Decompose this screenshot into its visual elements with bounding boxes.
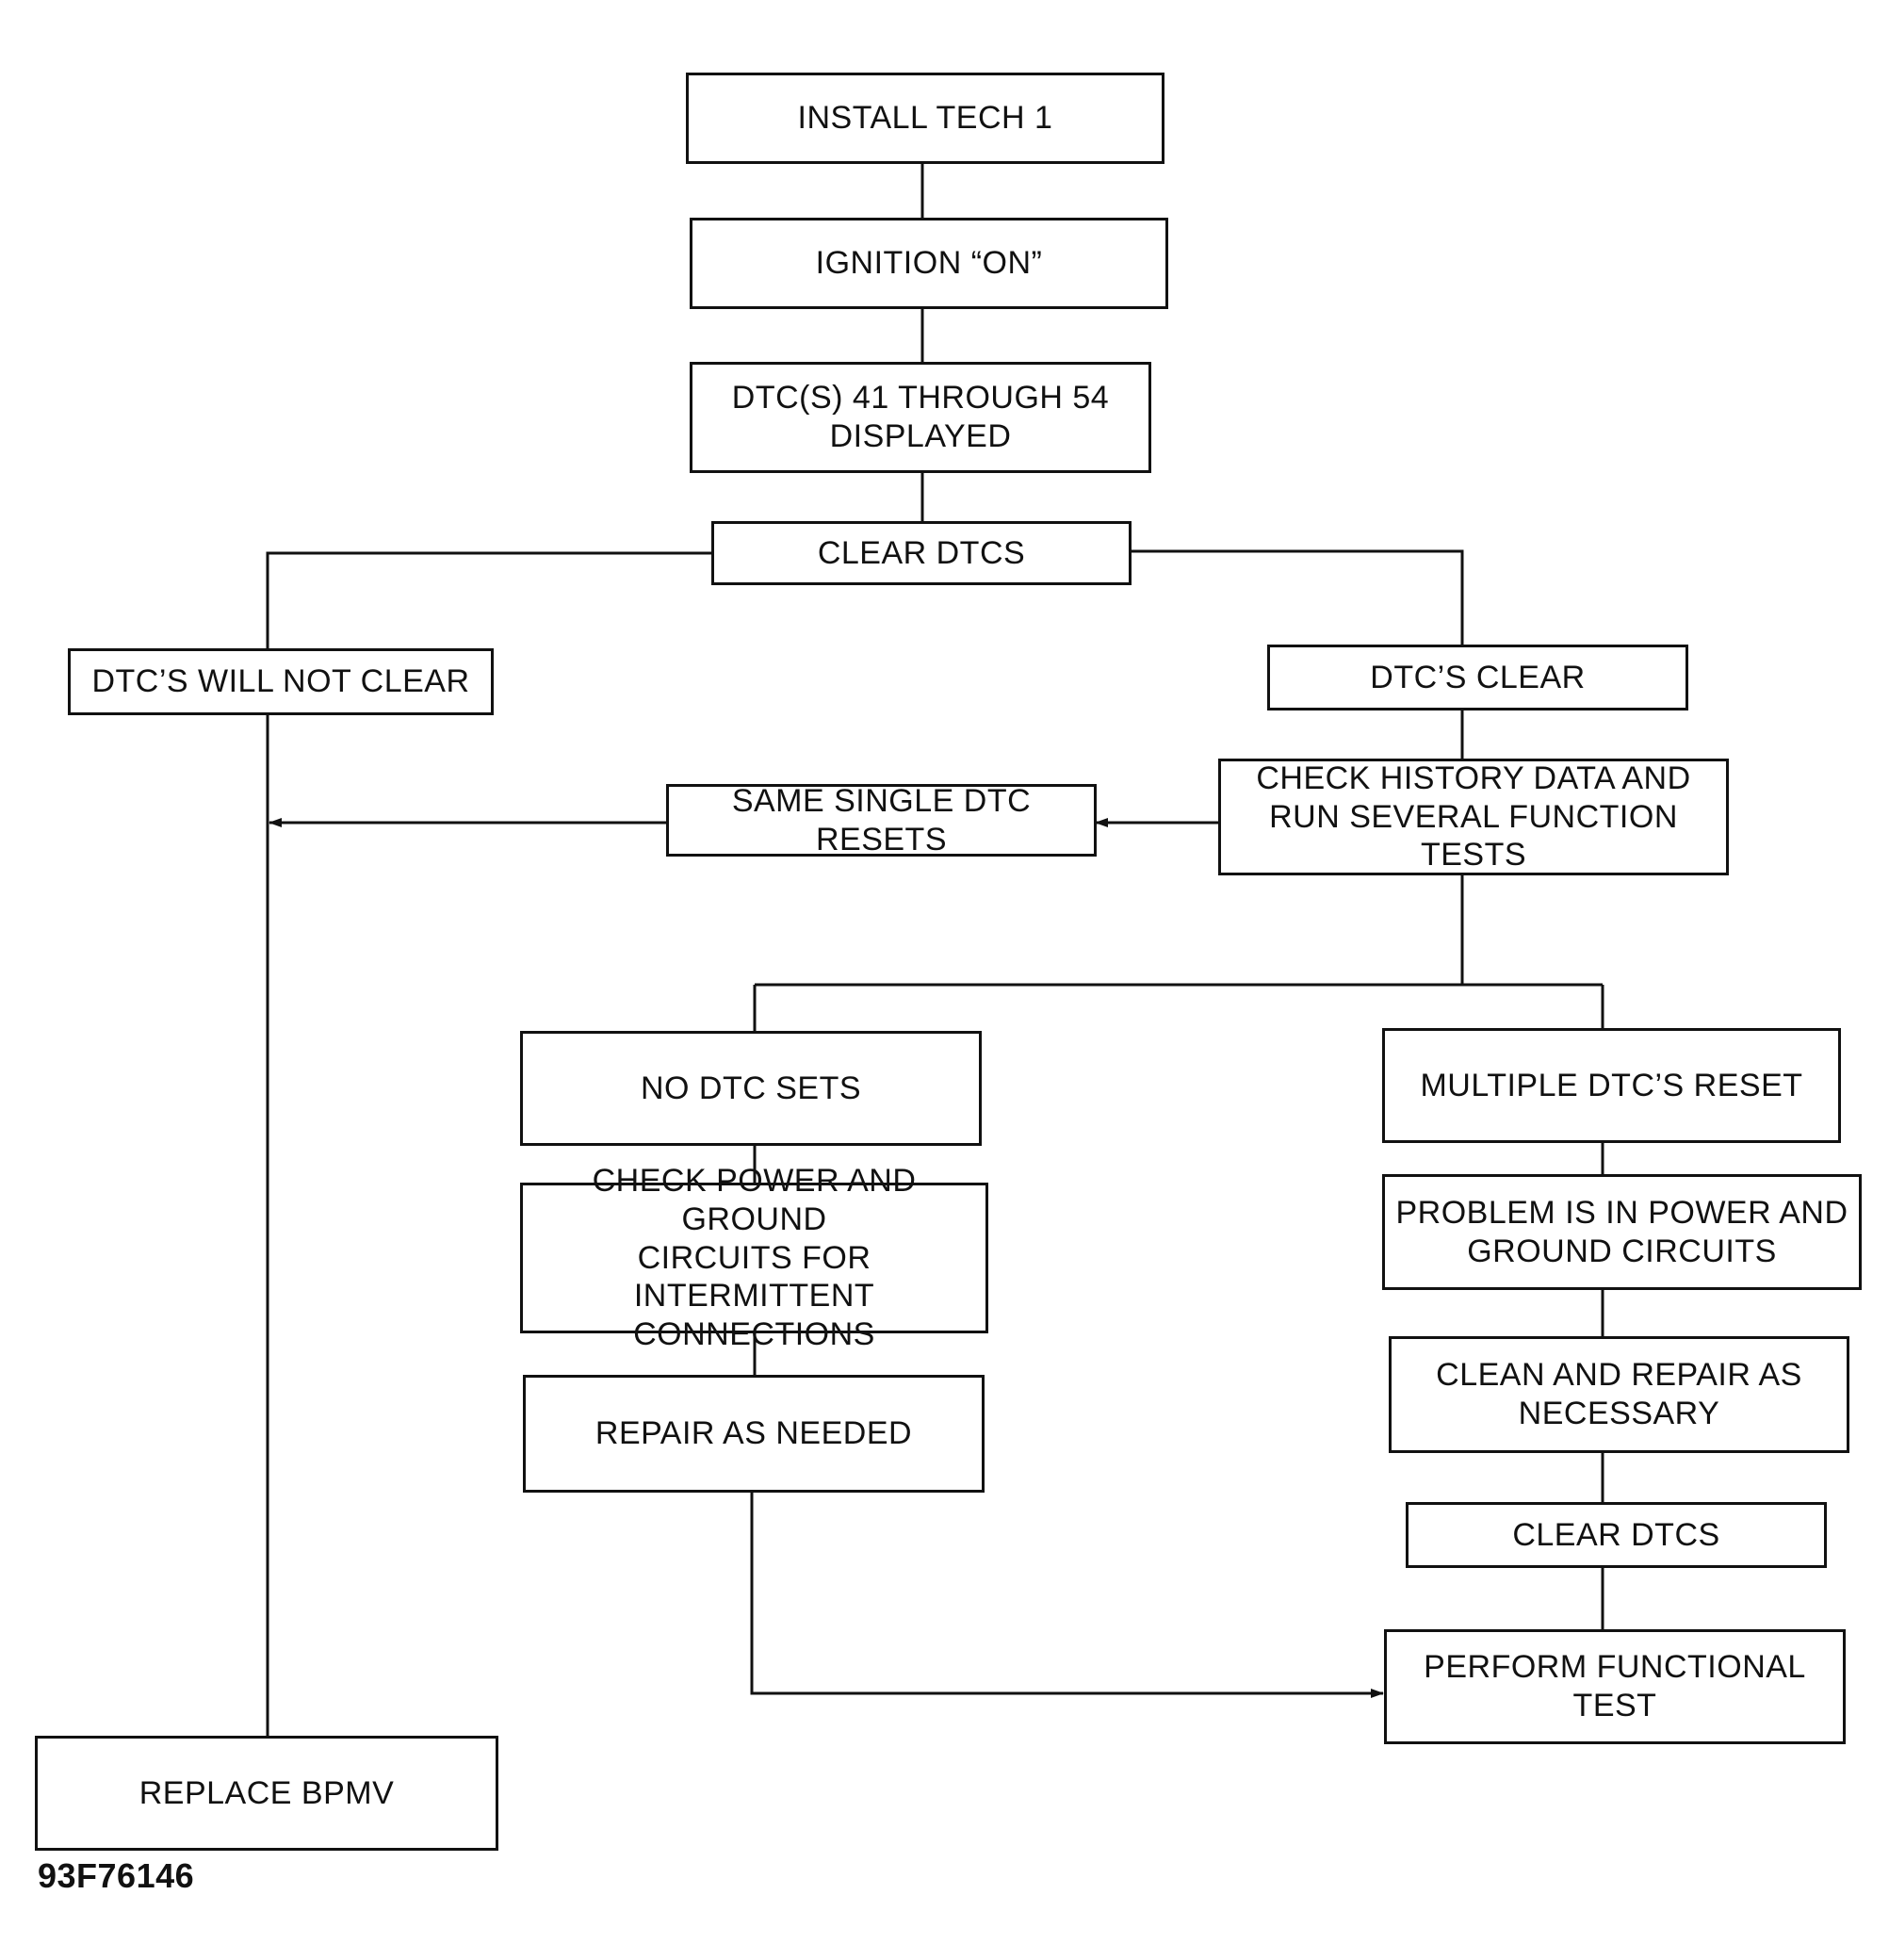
clean-repair-box: CLEAN AND REPAIR AS NECESSARY bbox=[1389, 1336, 1849, 1453]
perform-functional-test-box: PERFORM FUNCTIONAL TEST bbox=[1384, 1629, 1846, 1744]
figure-id: 93F76146 bbox=[38, 1856, 195, 1895]
problem-power-ground-box: PROBLEM IS IN POWER AND GROUND CIRCUITS bbox=[1382, 1174, 1862, 1290]
check-history-box: CHECK HISTORY DATA AND RUN SEVERAL FUNCT… bbox=[1218, 759, 1729, 875]
repair-as-needed-box: REPAIR AS NEEDED bbox=[523, 1375, 985, 1493]
dtcs-displayed-box: DTC(S) 41 THROUGH 54 DISPLAYED bbox=[690, 362, 1151, 473]
connector-clear-to-dtcs-clear bbox=[1131, 549, 1464, 646]
no-dtc-sets-box: NO DTC SETS bbox=[520, 1031, 982, 1146]
dtcs-will-not-clear-box: DTC’S WILL NOT CLEAR bbox=[68, 648, 494, 715]
multiple-dtcs-reset-box: MULTIPLE DTC’S RESET bbox=[1382, 1028, 1841, 1143]
dtcs-clear-box: DTC’S CLEAR bbox=[1267, 645, 1688, 710]
install-tech1-box: INSTALL TECH 1 bbox=[686, 73, 1164, 164]
clear-dtcs-top-box: CLEAR DTCS bbox=[711, 521, 1132, 585]
ignition-on-box: IGNITION “ON” bbox=[690, 218, 1168, 309]
connector-repair-to-functional-test bbox=[750, 1491, 1384, 1698]
clear-dtcs-bottom-box: CLEAR DTCS bbox=[1406, 1502, 1827, 1568]
replace-bpmv-box: REPLACE BPMV bbox=[35, 1736, 498, 1851]
check-power-ground-box: CHECK POWER AND GROUND CIRCUITS FOR INTE… bbox=[520, 1163, 988, 1352]
connector-clear-to-will-not-clear bbox=[266, 551, 711, 650]
same-single-dtc-resets-box: SAME SINGLE DTC RESETS bbox=[666, 783, 1097, 858]
